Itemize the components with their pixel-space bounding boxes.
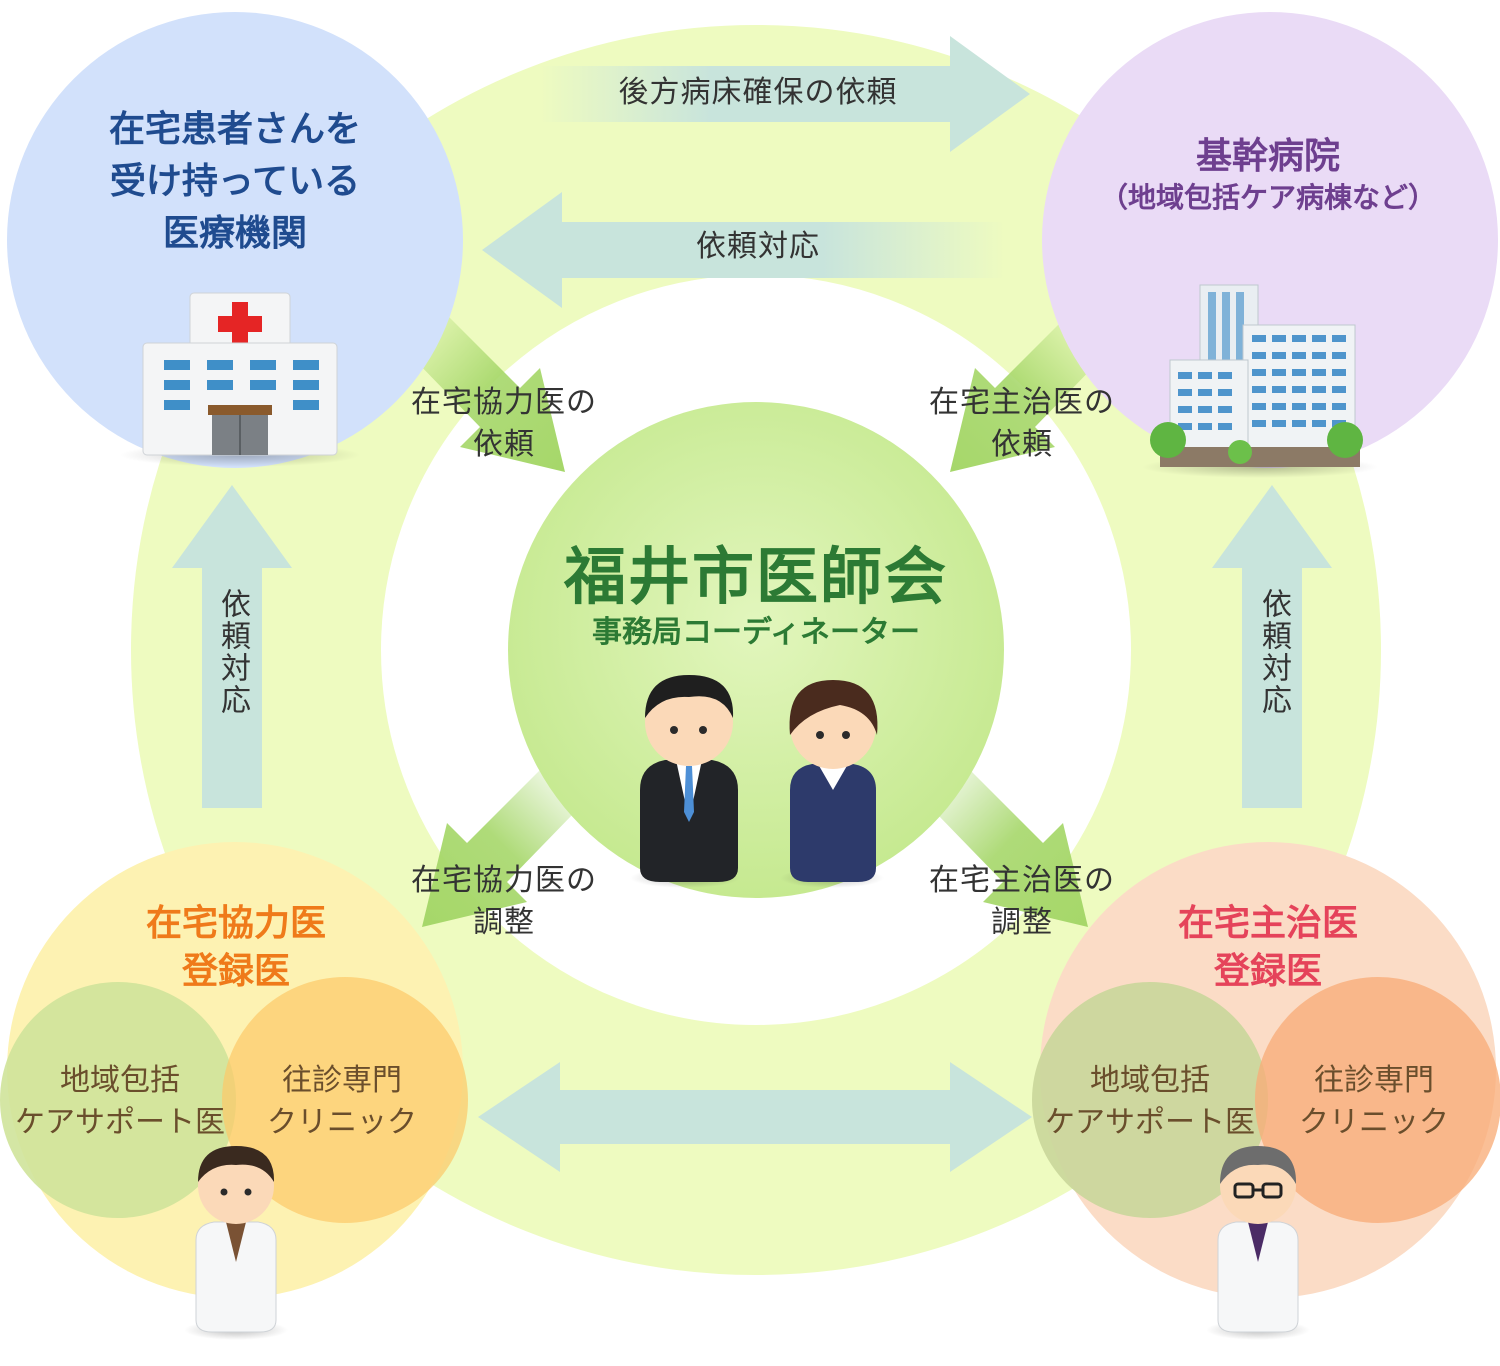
base-hospital-name: 基幹病院 — [1195, 136, 1341, 177]
center-subtitle: 事務局コーディネーター — [592, 615, 920, 650]
cooperating-sub-left-line-1: 地域包括 — [60, 1063, 180, 1098]
cooperating-sub-right-label: 往診専門 クリニック — [267, 1060, 417, 1144]
base-hospital-subtitle: （地域包括ケア病棟など） — [1099, 181, 1437, 214]
cooperating-doctor-title-line-1: 在宅協力医 — [145, 903, 327, 944]
arrow-top-left-label: 依頼対応 — [696, 229, 820, 264]
attending-doctor-title-line-1: 在宅主治医 — [1177, 903, 1359, 944]
arrow-top-right — [540, 36, 1030, 152]
arrow-left-up-label: 依頼対応 — [215, 588, 250, 716]
attending-sub-left-line-1: 地域包括 — [1090, 1063, 1210, 1098]
cooperating-sub-right-line-1: 往診専門 — [282, 1063, 402, 1098]
home-hospital-circle — [7, 12, 463, 468]
center-circle — [508, 402, 1004, 898]
base-hospital-title: 基幹病院 — [1196, 134, 1340, 179]
attending-sub-right-line-1: 往診専門 — [1314, 1063, 1434, 1098]
arrow-diag-bottom-right-line-1: 在宅主治医の — [929, 863, 1115, 898]
cooperating-doctor-title-line-2: 登録医 — [181, 951, 291, 992]
attending-doctor-title: 在宅主治医 登録医 — [1178, 900, 1358, 996]
doctor-icon — [184, 1146, 288, 1340]
center-title: 福井市医師会 — [563, 540, 949, 613]
arrow-diag-bottom-left-line-1: 在宅協力医の — [411, 863, 597, 898]
arrow-top-left — [482, 192, 1005, 308]
arrow-diag-top-left-line-1: 在宅協力医の — [411, 385, 597, 420]
hospital-tower-icon — [1142, 284, 1378, 478]
arrow-diag-top-right-label: 在宅主治医の 依頼 — [929, 382, 1115, 466]
arrow-diag-bottom-right-label: 在宅主治医の 調整 — [929, 860, 1115, 944]
base-hospital-circle — [1042, 12, 1498, 468]
arrow-diag-bottom-left-line-2: 調整 — [473, 905, 535, 940]
arrow-diag-bottom-right-line-2: 調整 — [991, 905, 1053, 940]
attending-sub-right — [1255, 977, 1500, 1223]
cooperating-sub-left-line-2: ケアサポート医 — [15, 1105, 225, 1140]
arrow-diag-bottom-left-label: 在宅協力医の 調整 — [411, 860, 597, 944]
home-hospital-title-line-1: 在宅患者さんを — [108, 109, 362, 150]
attending-sub-left-label: 地域包括 ケアサポート医 — [1045, 1060, 1255, 1144]
attending-sub-left-line-2: ケアサポート医 — [1045, 1105, 1255, 1140]
arrow-top-right-label: 後方病床確保の依頼 — [618, 75, 898, 110]
attending-sub-left — [1032, 982, 1268, 1218]
arrow-diag-top-left-line-2: 依頼 — [473, 427, 535, 462]
two-staff-icon — [630, 675, 884, 888]
doctor-glasses-icon — [1206, 1146, 1310, 1340]
arrow-right-up-label: 依頼対応 — [1256, 588, 1291, 716]
cooperating-sub-left — [0, 982, 236, 1218]
cooperating-sub-left-label: 地域包括 ケアサポート医 — [15, 1060, 225, 1144]
arrow-right-up — [1212, 485, 1332, 808]
cooperating-sub-right-line-2: クリニック — [267, 1105, 417, 1140]
cooperating-sub-right — [222, 977, 468, 1223]
arrow-diag-top-left-label: 在宅協力医の 依頼 — [411, 382, 597, 466]
home-hospital-title: 在宅患者さんを 受け持っている 医療機関 — [109, 104, 361, 260]
home-hospital-title-line-3: 医療機関 — [162, 213, 308, 254]
home-hospital-title-line-2: 受け持っている — [109, 161, 361, 202]
arrow-bottom-double — [478, 1062, 1032, 1172]
arrow-left-up — [172, 485, 292, 808]
clinic-building-icon — [120, 292, 360, 467]
cooperating-doctor-title: 在宅協力医 登録医 — [146, 900, 326, 996]
attending-doctor-title-line-2: 登録医 — [1213, 951, 1323, 992]
arrow-diag-top-right-line-2: 依頼 — [991, 427, 1053, 462]
attending-sub-right-line-2: クリニック — [1299, 1105, 1449, 1140]
attending-sub-right-label: 往診専門 クリニック — [1299, 1060, 1449, 1144]
arrow-diag-top-right-line-1: 在宅主治医の — [929, 385, 1115, 420]
